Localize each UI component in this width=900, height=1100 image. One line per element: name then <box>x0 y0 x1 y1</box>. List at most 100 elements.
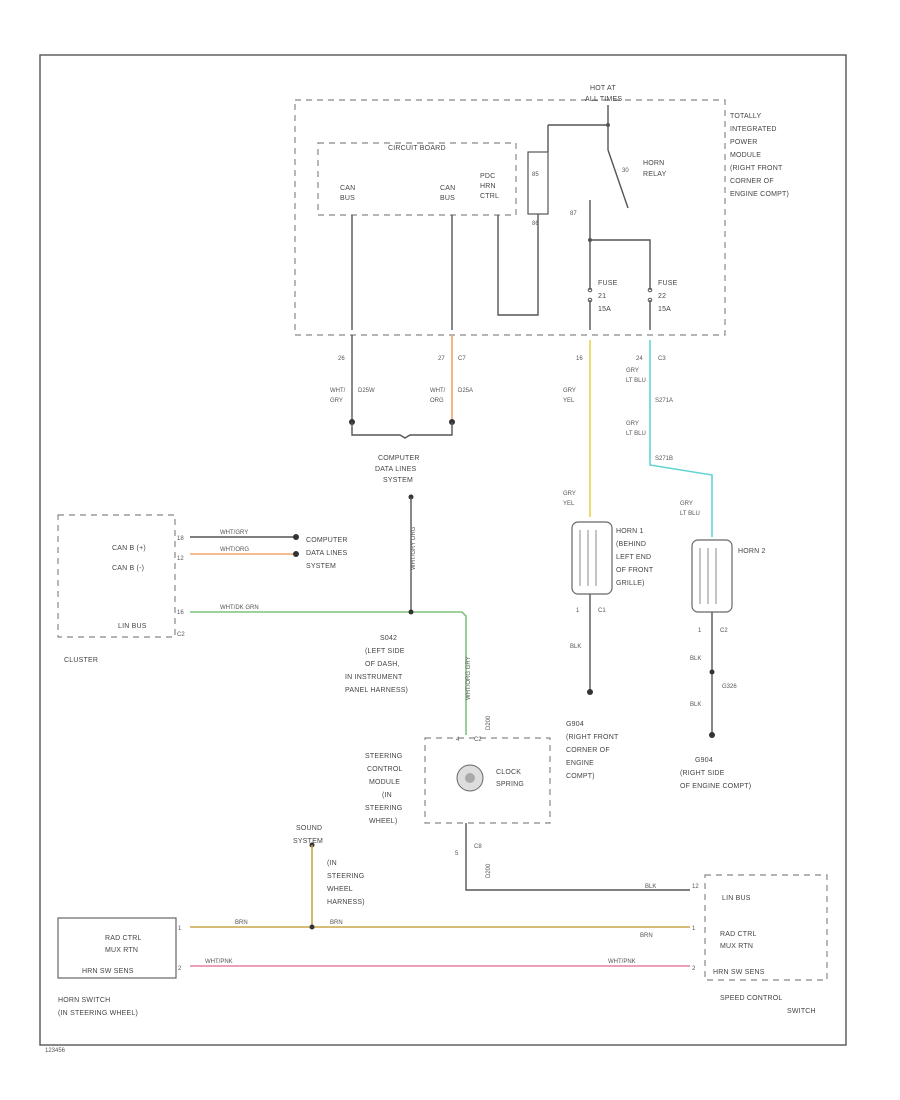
svg-text:GRY: GRY <box>563 491 576 497</box>
wire-gry-ltblu-label: GRY LT BLU <box>626 368 646 384</box>
svg-text:PDC: PDC <box>480 173 495 180</box>
speed-ctrl-horn-sense: HRN SW SENS <box>713 969 765 976</box>
svg-text:CONTROL: CONTROL <box>367 766 403 773</box>
svg-text:HOT AT: HOT AT <box>590 85 616 92</box>
svg-text:C7: C7 <box>458 356 466 362</box>
steering-control-module-box <box>424 737 551 824</box>
circuit-board-box <box>317 142 517 216</box>
svg-text:BLK: BLK <box>690 656 701 662</box>
svg-text:WHT/DK GRN: WHT/DK GRN <box>220 605 259 611</box>
svg-text:WHEEL): WHEEL) <box>369 818 397 825</box>
wire-wht-gry-label: WHT/ GRY <box>330 388 346 404</box>
svg-text:C2: C2 <box>177 632 185 638</box>
svg-text:S042: S042 <box>380 635 397 642</box>
svg-text:RAD CTRL: RAD CTRL <box>105 935 142 942</box>
svg-text:WHT/PNK: WHT/PNK <box>205 959 233 965</box>
svg-text:BLK: BLK <box>570 644 581 650</box>
computer-data-lines-label-top: COMPUTER DATA LINES SYSTEM <box>375 455 420 484</box>
horn-2-ground-label: G904 (RIGHT SIDE OF ENGINE COMPT) <box>680 757 751 790</box>
svg-text:HORN SWITCH: HORN SWITCH <box>58 997 110 1004</box>
svg-text:86: 86 <box>532 221 539 227</box>
svg-text:LEFT END: LEFT END <box>616 554 651 561</box>
cluster-box <box>57 514 176 638</box>
circuit-board-label: CIRCUIT BOARD <box>388 145 446 152</box>
cluster-can-h: CAN B (+) <box>112 545 146 552</box>
svg-text:D25W: D25W <box>358 388 375 394</box>
horn-relay-label: HORN RELAY <box>643 160 666 178</box>
svg-text:HARNESS): HARNESS) <box>327 899 365 906</box>
svg-text:22: 22 <box>658 293 666 300</box>
svg-text:2: 2 <box>692 966 696 972</box>
svg-text:TOTALLY: TOTALLY <box>730 113 761 120</box>
svg-text:GRILLE): GRILLE) <box>616 580 645 587</box>
svg-text:S271A: S271A <box>655 398 673 404</box>
horn-1-ground-label: G904 (RIGHT FRONT CORNER OF ENGINE COMPT… <box>566 721 619 780</box>
svg-text:D200: D200 <box>486 715 492 730</box>
svg-text:GRY: GRY <box>563 388 576 394</box>
svg-text:LT BLU: LT BLU <box>626 431 646 437</box>
svg-text:OF FRONT: OF FRONT <box>616 567 654 574</box>
horn-relay-coil <box>527 151 549 215</box>
svg-text:12: 12 <box>692 884 699 890</box>
svg-text:FUSE: FUSE <box>598 280 618 287</box>
svg-text:D200: D200 <box>486 863 492 878</box>
horn-switch-label: HORN SWITCH (IN STEERING WHEEL) <box>58 997 138 1017</box>
svg-text:MUX RTN: MUX RTN <box>720 943 753 950</box>
svg-text:HORN: HORN <box>643 160 664 167</box>
svg-text:SYSTEM: SYSTEM <box>383 477 413 484</box>
svg-text:15A: 15A <box>598 306 611 313</box>
svg-text:1: 1 <box>698 628 702 634</box>
wire-gry-yel-label: GRY YEL <box>563 388 576 404</box>
wire-gry-ltblu-3-label: GRY LT BLU <box>680 501 700 517</box>
svg-text:C1: C1 <box>598 608 606 614</box>
splice-g042-label: S042 (LEFT SIDE OF DASH, IN INSTRUMENT P… <box>345 635 408 694</box>
hot-at-label: HOT AT ALL TIMES <box>585 85 622 103</box>
harness-note: (IN STEERING WHEEL HARNESS) <box>327 860 365 906</box>
svg-text:1: 1 <box>178 926 182 932</box>
svg-text:ENGINE COMPT): ENGINE COMPT) <box>730 191 789 198</box>
svg-text:SPEED CONTROL: SPEED CONTROL <box>720 995 783 1002</box>
svg-text:PANEL HARNESS): PANEL HARNESS) <box>345 687 408 694</box>
clockspring-label: CLOCK SPRING <box>496 769 524 788</box>
svg-text:C3: C3 <box>658 356 666 362</box>
svg-text:LT BLU: LT BLU <box>680 511 700 517</box>
svg-text:MODULE: MODULE <box>369 779 400 786</box>
speed-ctrl-label: SPEED CONTROL SWITCH <box>720 995 816 1015</box>
svg-text:C8: C8 <box>474 844 482 850</box>
svg-text:SYSTEM: SYSTEM <box>293 838 323 845</box>
svg-text:SPRING: SPRING <box>496 781 524 788</box>
svg-text:BUS: BUS <box>340 195 355 202</box>
svg-text:2: 2 <box>178 966 182 972</box>
svg-text:GRY: GRY <box>626 368 639 374</box>
svg-text:MODULE: MODULE <box>730 152 761 159</box>
svg-text:(RIGHT SIDE: (RIGHT SIDE <box>680 770 725 777</box>
svg-text:(IN: (IN <box>382 792 392 799</box>
svg-text:FUSE: FUSE <box>658 280 678 287</box>
horn-1 <box>571 521 613 595</box>
svg-text:DATA LINES: DATA LINES <box>375 466 417 473</box>
svg-text:G904: G904 <box>566 721 584 728</box>
svg-text:COMPUTER: COMPUTER <box>378 455 420 462</box>
svg-text:87: 87 <box>570 211 577 217</box>
fuse-22-label: FUSE 22 15A <box>658 280 678 313</box>
svg-text:(LEFT SIDE: (LEFT SIDE <box>365 648 405 655</box>
svg-text:BUS: BUS <box>440 195 455 202</box>
horn-switch-horn-sense: HRN SW SENS <box>82 968 134 975</box>
svg-text:IN INSTRUMENT: IN INSTRUMENT <box>345 674 403 681</box>
svg-text:(RIGHT FRONT: (RIGHT FRONT <box>730 165 783 172</box>
svg-text:RAD CTRL: RAD CTRL <box>720 931 757 938</box>
wire-gry-yel-2-label: GRY YEL <box>563 491 576 507</box>
pdc-ctrl-label: PDC HRN CTRL <box>480 173 499 200</box>
svg-text:D25A: D25A <box>458 388 473 394</box>
svg-text:C2: C2 <box>720 628 728 634</box>
svg-text:HORN 1: HORN 1 <box>616 528 644 535</box>
svg-text:G904: G904 <box>695 757 713 764</box>
horn-1-label: HORN 1 (BEHIND LEFT END OF FRONT GRILLE) <box>616 528 654 587</box>
svg-text:15A: 15A <box>658 306 671 313</box>
tipm-box <box>294 99 726 336</box>
wire-gry-ltblu-2-label: GRY LT BLU <box>626 421 646 437</box>
svg-text:CAN: CAN <box>340 185 355 192</box>
diagram-frame <box>39 54 847 1046</box>
svg-text:WHT/PNK: WHT/PNK <box>608 959 636 965</box>
